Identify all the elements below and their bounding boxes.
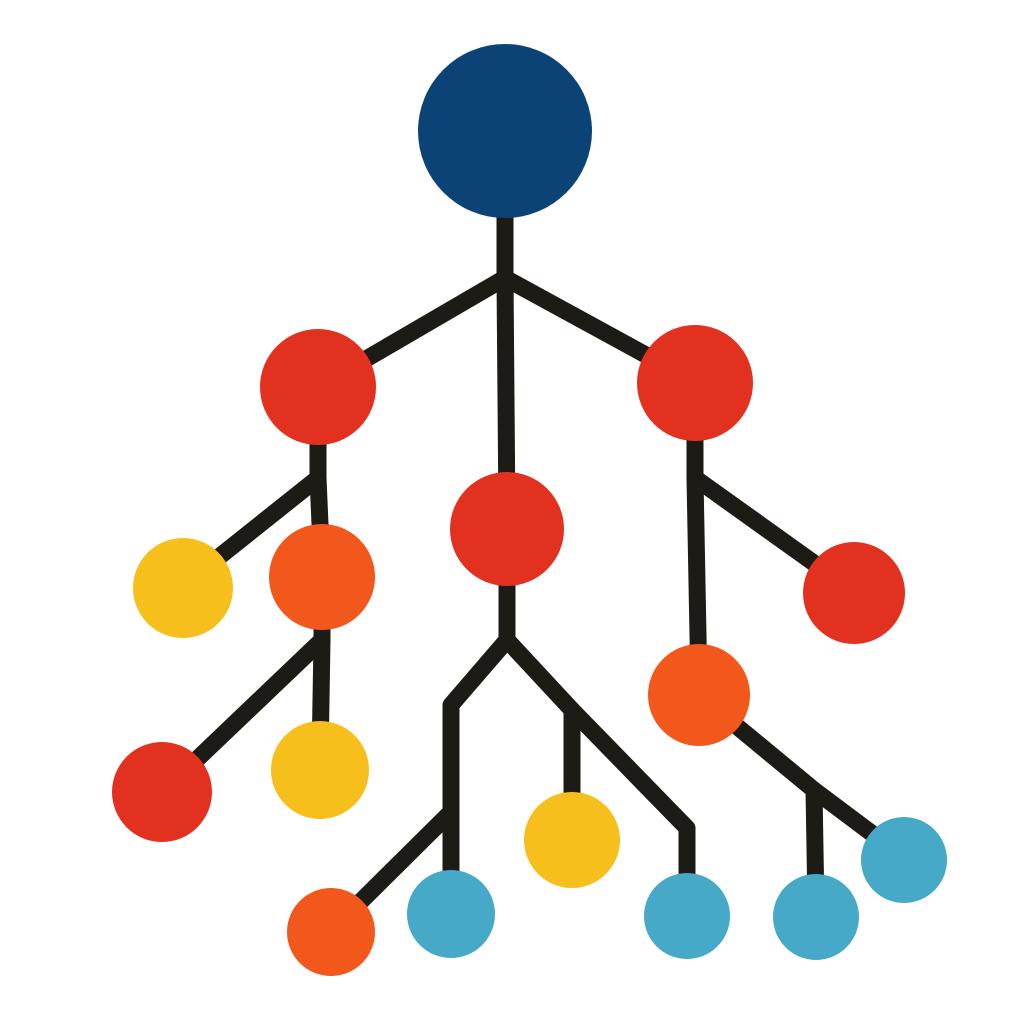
node-l1-left: [260, 329, 376, 445]
node-c-yellow: [524, 792, 620, 888]
node-root: [418, 44, 592, 218]
node-l1-right: [637, 325, 753, 441]
node-r-orange: [648, 644, 750, 746]
node-ll-orange: [269, 524, 375, 630]
node-ro-blue-mid: [773, 874, 859, 960]
node-c-blue-right: [644, 873, 730, 959]
node-r-red: [803, 542, 905, 644]
node-l1-center: [450, 472, 564, 586]
node-c-orange: [287, 888, 375, 976]
node-c-blue-left: [407, 870, 495, 958]
tree-nodes: [112, 44, 947, 976]
edge-l1-center-to-c-blue-left: [442, 520, 516, 914]
node-ro-blue-right: [861, 817, 947, 903]
node-lo-red: [112, 742, 212, 842]
node-lo-yellow: [271, 721, 369, 819]
node-ll-yellow: [133, 538, 233, 638]
